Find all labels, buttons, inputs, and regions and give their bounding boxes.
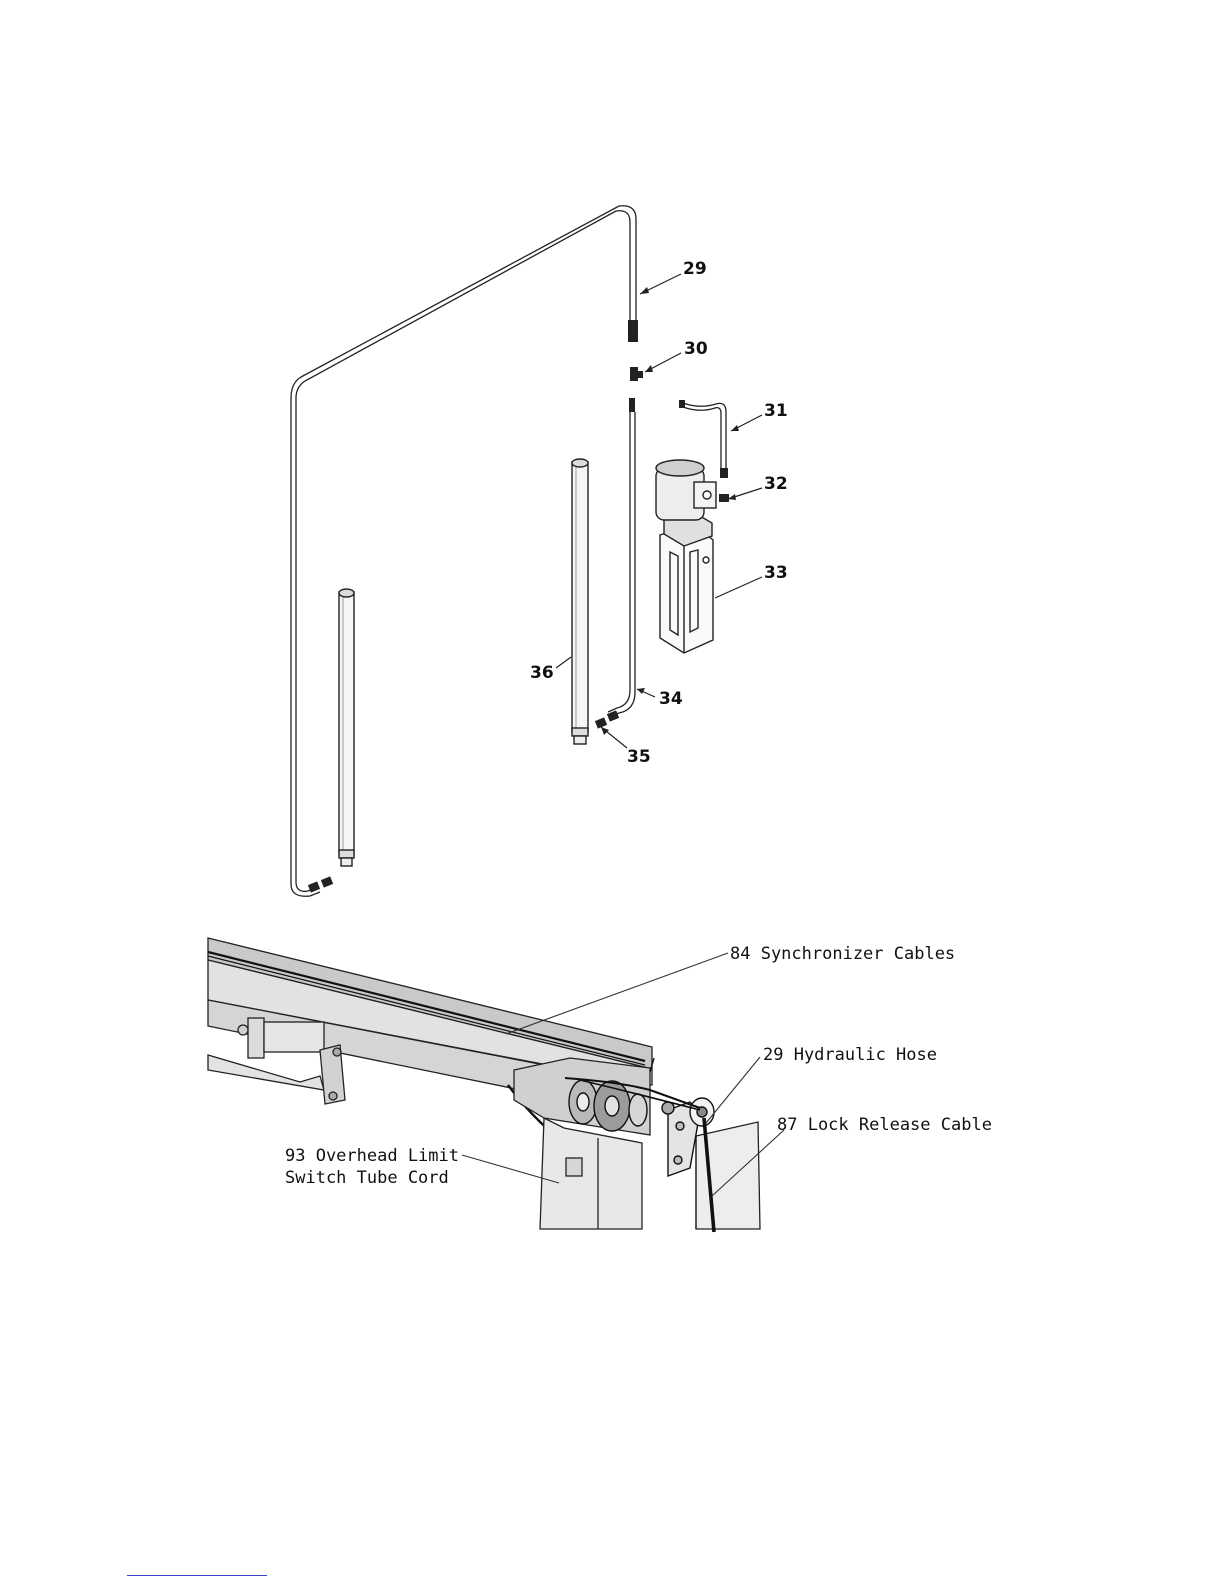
power-unit xyxy=(656,460,716,653)
label-hydraulic-hose: 29 Hydraulic Hose xyxy=(763,1045,937,1065)
hydraulic-hose-short xyxy=(608,398,635,717)
callout-34: 34 xyxy=(659,689,683,709)
footer-rule xyxy=(127,1575,267,1576)
upper-exploded-view: 29 30 31 32 33 34 35 36 xyxy=(291,206,788,896)
callout-35: 35 xyxy=(627,747,651,767)
callout-30: 30 xyxy=(684,339,708,359)
cylinder-right xyxy=(572,459,588,744)
cylinder-left xyxy=(339,589,354,866)
callout-31: 31 xyxy=(764,401,788,421)
label-limit-switch-line2: Switch Tube Cord xyxy=(285,1168,449,1188)
lower-detail-view: 84 Synchronizer Cables 29 Hydraulic Hose… xyxy=(208,938,992,1232)
label-synchronizer-cables: 84 Synchronizer Cables xyxy=(730,944,955,964)
label-limit-switch-line1: 93 Overhead Limit xyxy=(285,1146,459,1166)
label-lock-release-cable: 87 Lock Release Cable xyxy=(777,1115,992,1135)
beam-hardware xyxy=(208,1018,345,1104)
callout-29: 29 xyxy=(683,259,707,279)
callout-32: 32 xyxy=(764,474,788,494)
fitting-small xyxy=(719,494,729,502)
tee-fitting xyxy=(630,367,643,381)
callout-36: 36 xyxy=(530,663,554,683)
callout-33: 33 xyxy=(764,563,788,583)
